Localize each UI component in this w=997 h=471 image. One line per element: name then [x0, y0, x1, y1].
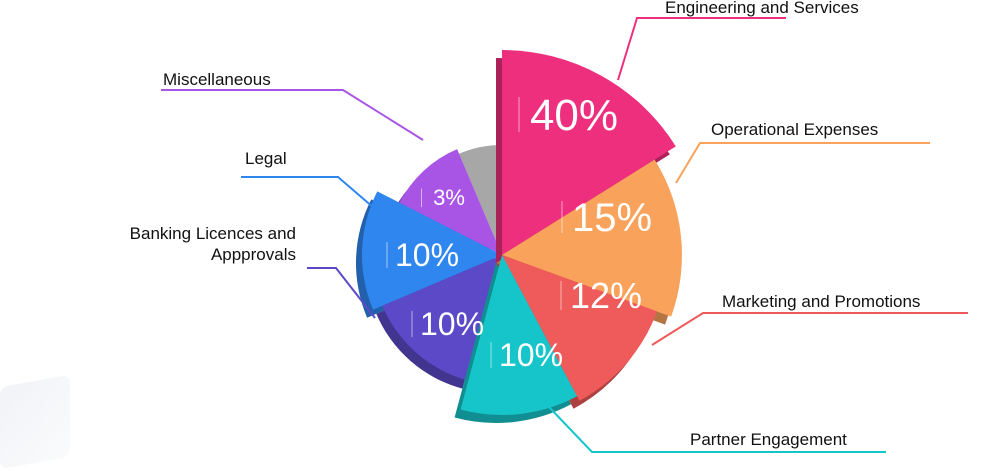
legend-label-banking: Banking Licences and Appprovals [86, 223, 296, 265]
legend-label-operational: Operational Expenses [711, 120, 879, 139]
leader-marketing [651, 312, 968, 346]
slice-unlabeled [459, 144, 502, 255]
slice-operational-value-label: 15% [572, 196, 652, 240]
legend-label-banking-line1: Banking Licences and [129, 224, 296, 243]
slice-partner-value-label: 10% [499, 337, 563, 373]
slice-engineering-value-label: 40% [530, 91, 618, 140]
leader-misc [161, 89, 424, 141]
slice-banking-value-label: 10% [420, 306, 484, 342]
leader-engineering [617, 17, 786, 81]
value-labels: 40%15%12%10%10%10%3% [386, 91, 652, 373]
legend-label-engineering: Engineering and Services [665, 0, 859, 17]
slice-engineering [502, 50, 676, 255]
legend-label-marketing: Marketing and Promotions [722, 292, 921, 311]
slice-banking [382, 255, 502, 381]
legend-label-banking-line2: Appprovals [210, 245, 296, 264]
leader-operational [675, 142, 930, 184]
slice-operational [502, 159, 682, 317]
slice-marketing-value-label: 12% [570, 275, 642, 316]
leader-legal [241, 176, 375, 209]
legend-label-partner: Partner Engagement [690, 430, 847, 449]
slice-legal [361, 191, 502, 310]
slice-marketing [502, 255, 657, 401]
slice-misc [399, 149, 502, 255]
leader-lines [161, 17, 968, 453]
leader-partner [547, 405, 886, 453]
slices-layer [355, 50, 682, 423]
slice-partner [460, 255, 578, 415]
legend-label-misc: Miscellaneous [163, 70, 271, 89]
leader-banking [307, 267, 376, 319]
slice-misc-value-label: 3% [433, 185, 465, 210]
slice-legal-value-label: 10% [395, 237, 459, 273]
legend-label-legal: Legal [245, 149, 287, 168]
